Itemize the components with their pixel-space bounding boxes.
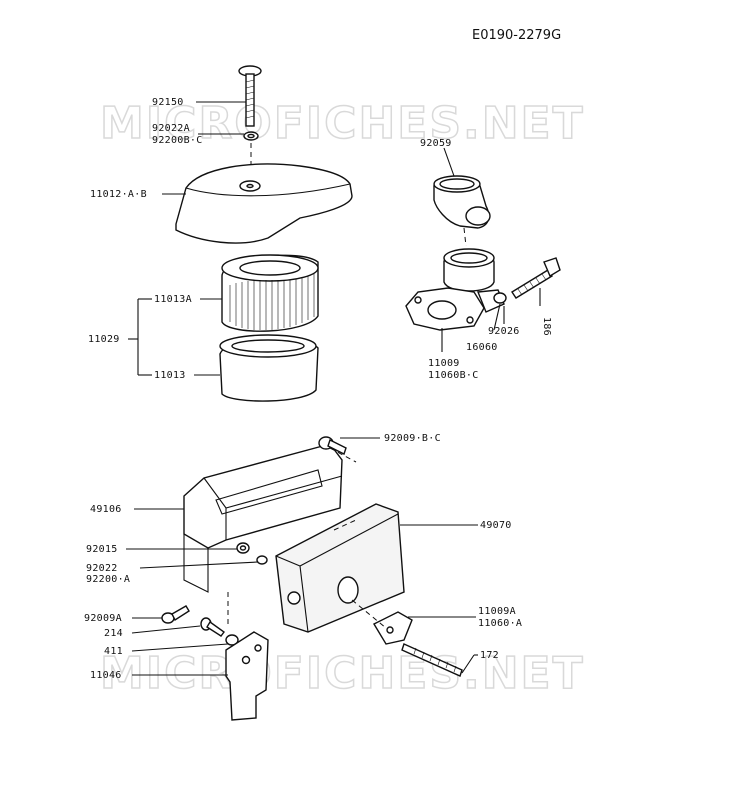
leader-lines <box>126 101 541 676</box>
bracket-11046 <box>225 631 269 721</box>
callout-172: 172 <box>480 650 499 661</box>
muffler-assembly <box>161 436 463 721</box>
callout-11046: 11046 <box>90 670 122 681</box>
callout-411: 411 <box>104 646 123 657</box>
watermark-bottom: MICROFICHES.NET <box>100 648 585 699</box>
callout-11013A: 11013A <box>154 294 192 305</box>
callout-11029: 11029 <box>88 334 120 345</box>
callout-11009: 11009 <box>428 358 460 369</box>
callout-92022: 92022 <box>86 563 118 574</box>
washer-411 <box>225 634 239 646</box>
screw-186 <box>511 257 561 299</box>
callout-11013: 11013 <box>154 370 186 381</box>
plate-11009A <box>373 611 413 645</box>
callout-16060: 16060 <box>466 342 498 353</box>
callout-92200A: 92200·A <box>86 574 130 585</box>
callout-92059: 92059 <box>420 138 452 149</box>
callout-214: 214 <box>104 628 123 639</box>
gasket-92022 <box>256 555 268 565</box>
callout-92009A: 92009A <box>84 613 122 624</box>
callout-92015: 92015 <box>86 544 118 555</box>
muffler-cover-49106 <box>183 443 343 593</box>
callout-186: 186 <box>541 317 552 336</box>
bolt-92009A <box>161 605 190 624</box>
callout-49106: 49106 <box>90 504 122 515</box>
elbow-92059 <box>433 175 491 229</box>
air-filter-foam-11013 <box>219 334 319 402</box>
callout-92200BC: 92200B·C <box>152 135 203 146</box>
joint-11009 <box>405 248 505 331</box>
bolt-92009BC <box>318 436 347 455</box>
bolt-92150 <box>238 65 262 127</box>
callout-92022A: 92022A <box>152 123 190 134</box>
air-cleaner-assembly <box>175 65 353 402</box>
nut-92015 <box>236 542 250 554</box>
intake-assembly <box>405 175 561 331</box>
air-cleaner-cover-11012 <box>175 163 353 244</box>
callout-92026: 92026 <box>488 326 520 337</box>
callout-49070: 49070 <box>480 520 512 531</box>
plug-16060 <box>493 292 507 304</box>
diagram-code: E0190-2279G <box>472 28 561 43</box>
callout-11060A: 11060·A <box>478 618 522 629</box>
muffler-49070 <box>275 503 405 633</box>
callout-11009A: 11009A <box>478 606 516 617</box>
bolt-214 <box>200 617 225 637</box>
callout-11060BC: 11060B·C <box>428 370 479 381</box>
callout-11012AB: 11012·A·B <box>90 189 147 200</box>
callout-92150: 92150 <box>152 97 184 108</box>
stud-172 <box>401 643 463 677</box>
callout-92009BC: 92009·B·C <box>384 433 441 444</box>
watermark-top: MICROFICHES.NET <box>100 98 585 149</box>
air-filter-element-11013A <box>221 254 319 332</box>
washer-92022A <box>243 131 259 141</box>
